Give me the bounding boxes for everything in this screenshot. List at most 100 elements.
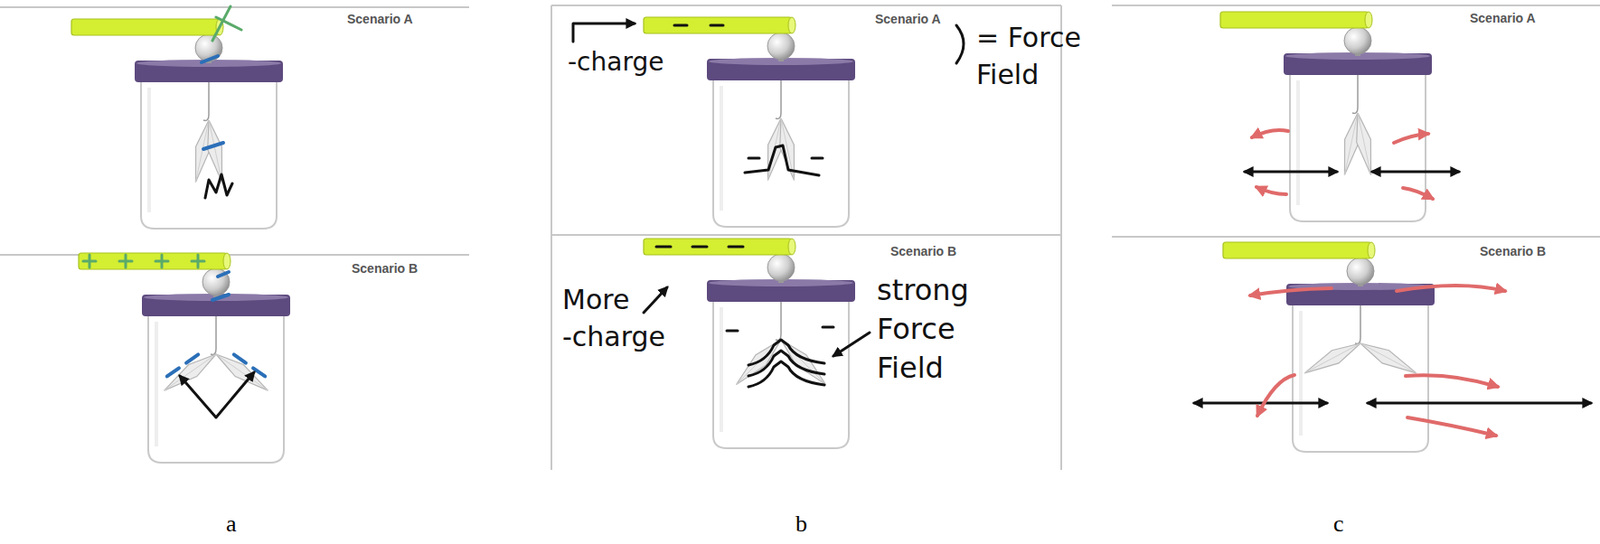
frame-line [1060, 5, 1063, 471]
jar [141, 80, 277, 229]
jar-shade [154, 321, 159, 447]
leaf-fold [1304, 343, 1361, 374]
double-arrow [1372, 170, 1459, 174]
charged-rod [643, 17, 792, 34]
rod-end [1367, 242, 1375, 259]
scenario-label: Scenario A [347, 11, 414, 28]
jar-shade [147, 87, 151, 213]
jar-shade [1298, 310, 1303, 436]
red-arrow [1251, 130, 1289, 138]
frame-line [551, 234, 1062, 236]
frame-line [1111, 235, 1600, 238]
charged-rod [71, 18, 220, 36]
jar [713, 78, 849, 227]
word: More [562, 282, 630, 320]
charge-dash [201, 56, 218, 63]
force-field-symbol [956, 25, 964, 64]
plus-mark [155, 254, 169, 268]
repel-arrow [179, 372, 255, 418]
charge-dash [167, 367, 179, 377]
red-arrow [1257, 375, 1295, 416]
leaf-fold [1344, 112, 1358, 175]
word: Force [876, 310, 956, 349]
minus-mark [674, 24, 688, 28]
pointer-arrow [573, 23, 635, 42]
red-arrow [1407, 417, 1497, 436]
hook [775, 301, 782, 340]
panel-letter: b [795, 509, 808, 538]
charged-rod [1223, 242, 1372, 259]
panel-letter: a [225, 509, 237, 538]
leaf [1356, 112, 1372, 175]
word: -charge [567, 45, 664, 80]
minus-mark [692, 245, 707, 249]
leaf [1304, 343, 1361, 374]
jar [713, 300, 849, 449]
word: Field [876, 348, 944, 388]
lid [1283, 53, 1432, 76]
red-arrow [1393, 133, 1429, 143]
hook [775, 80, 782, 119]
ball [195, 34, 223, 62]
handwritten-note: -charge [567, 45, 664, 80]
word: -charge [562, 319, 666, 357]
word: Force [1007, 19, 1082, 57]
panel-letter: c [1333, 509, 1345, 538]
leaf-fold [1360, 343, 1417, 374]
rod-end [788, 238, 796, 255]
force-field-line [748, 350, 825, 377]
frame-line [1111, 4, 1600, 7]
panel-frames [0, 5, 1600, 471]
handwritten-note: = Force Field [976, 19, 1112, 94]
jar [1289, 73, 1426, 222]
jar [1292, 303, 1429, 452]
hook [1355, 305, 1361, 344]
rod-end [1364, 11, 1373, 29]
jar [148, 314, 284, 463]
pointer-arrow [643, 287, 668, 313]
minus-mark [728, 245, 744, 249]
ball [1344, 27, 1372, 55]
electroscope [643, 17, 856, 227]
leaf [1360, 343, 1417, 374]
ball [767, 254, 795, 282]
force-field-line [748, 361, 825, 387]
leaf-fold [1357, 112, 1372, 175]
word: strong [876, 271, 970, 311]
ball [1346, 257, 1375, 285]
red-arrow [1256, 187, 1287, 195]
minus-mark [748, 157, 760, 160]
red-arrow [1402, 188, 1433, 199]
pointer-arrow [833, 332, 870, 357]
leaf-fold [195, 120, 209, 182]
rod-end [788, 17, 796, 34]
hook [203, 82, 209, 121]
force-field-line [748, 339, 825, 366]
handwritten-note: strong Force Field [876, 271, 990, 389]
rod-end [223, 253, 231, 270]
minus-mark [710, 24, 724, 28]
charge-dash [186, 354, 198, 363]
charged-rod [1220, 11, 1369, 29]
ball [202, 268, 230, 296]
minus-mark [656, 245, 671, 249]
double-arrow [1194, 402, 1328, 405]
plus-mark [83, 254, 96, 268]
charge-dash [212, 294, 229, 301]
scenario-label: Scenario B [1479, 244, 1546, 260]
electroscope [643, 238, 856, 449]
scenario-label: Scenario B [351, 261, 418, 277]
hook [1352, 75, 1358, 113]
lid [134, 60, 283, 83]
leaf-fold [208, 120, 223, 182]
jar-shade [1296, 80, 1300, 206]
green-mark [216, 17, 242, 30]
frame-line [551, 4, 1062, 7]
word: = [976, 19, 999, 57]
lid [141, 294, 291, 317]
frame-line [0, 254, 470, 256]
red-arrow [1396, 285, 1506, 292]
